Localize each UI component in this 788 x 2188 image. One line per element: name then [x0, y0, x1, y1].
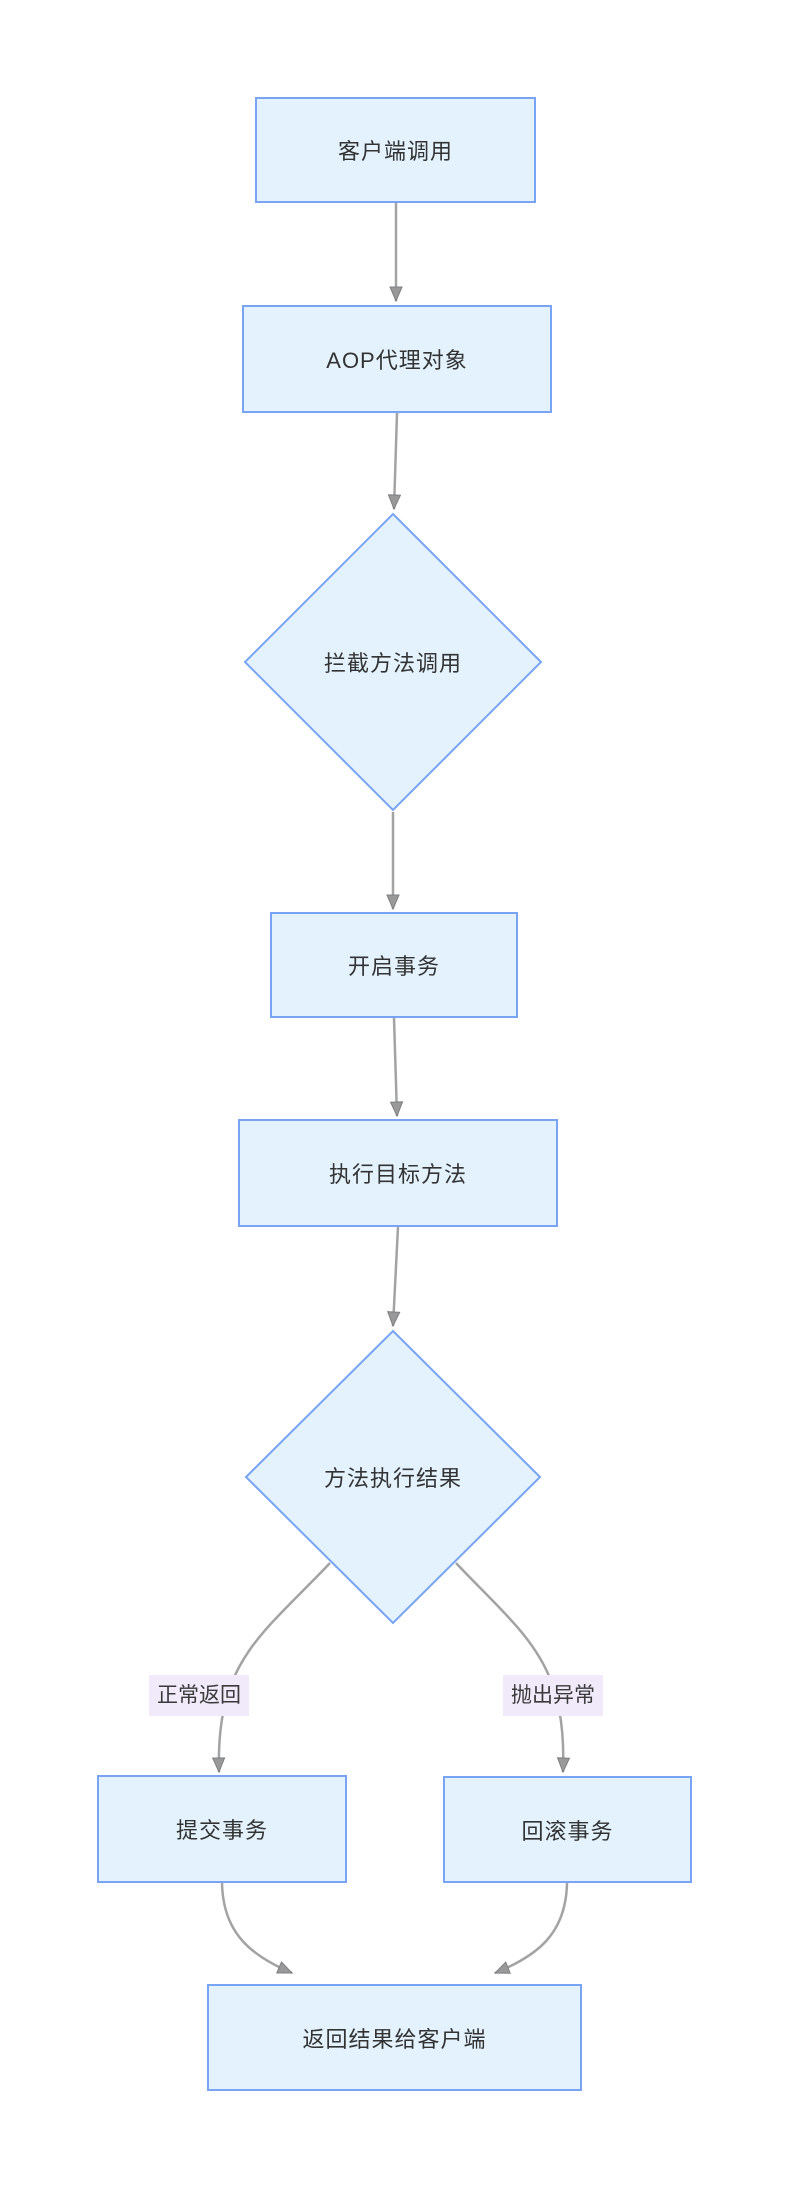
node-intercept-method-call: 拦截方法调用	[243, 512, 543, 812]
edge-label-throw-exception: 抛出异常	[503, 1675, 603, 1716]
node-method-execution-result-label: 方法执行结果	[323, 1466, 462, 1491]
node-commit-transaction: 提交事务	[97, 1775, 347, 1883]
connector-result-to-commit	[219, 1562, 331, 1772]
node-rollback-transaction-label: 回滚事务	[521, 1818, 614, 1844]
node-method-execution-result: 方法执行结果	[244, 1329, 542, 1625]
connector-proxy-to-intercept	[394, 412, 397, 509]
node-execute-target-method-label: 执行目标方法	[328, 1162, 467, 1187]
diamond-shape	[243, 512, 543, 812]
connector-commit-to-return	[220, 1882, 292, 1975]
node-return-result-to-client-label: 返回结果给客户端	[302, 2026, 487, 2052]
connector-begin-to-execute	[394, 1017, 397, 1116]
connector-execute-to-result	[393, 1226, 398, 1326]
node-client-call-label: 客户端调用	[337, 139, 453, 164]
diamond-shape	[244, 1329, 542, 1625]
node-execute-target-method: 执行目标方法	[238, 1119, 558, 1227]
node-client-call: 客户端调用	[255, 97, 536, 203]
connector-result-to-rollback	[455, 1562, 563, 1772]
connector-rollback-to-return	[495, 1882, 569, 1975]
node-rollback-transaction: 回滚事务	[443, 1776, 692, 1883]
node-intercept-method-call-label: 拦截方法调用	[323, 651, 462, 676]
node-begin-transaction-label: 开启事务	[347, 954, 440, 979]
node-aop-proxy: AOP代理对象	[242, 305, 552, 413]
node-commit-transaction-label: 提交事务	[175, 1818, 268, 1843]
node-return-result-to-client: 返回结果给客户端	[207, 1984, 582, 2091]
node-aop-proxy-label: AOP代理对象	[326, 348, 468, 373]
edge-label-normal-return: 正常返回	[149, 1675, 249, 1716]
node-begin-transaction: 开启事务	[270, 912, 518, 1018]
